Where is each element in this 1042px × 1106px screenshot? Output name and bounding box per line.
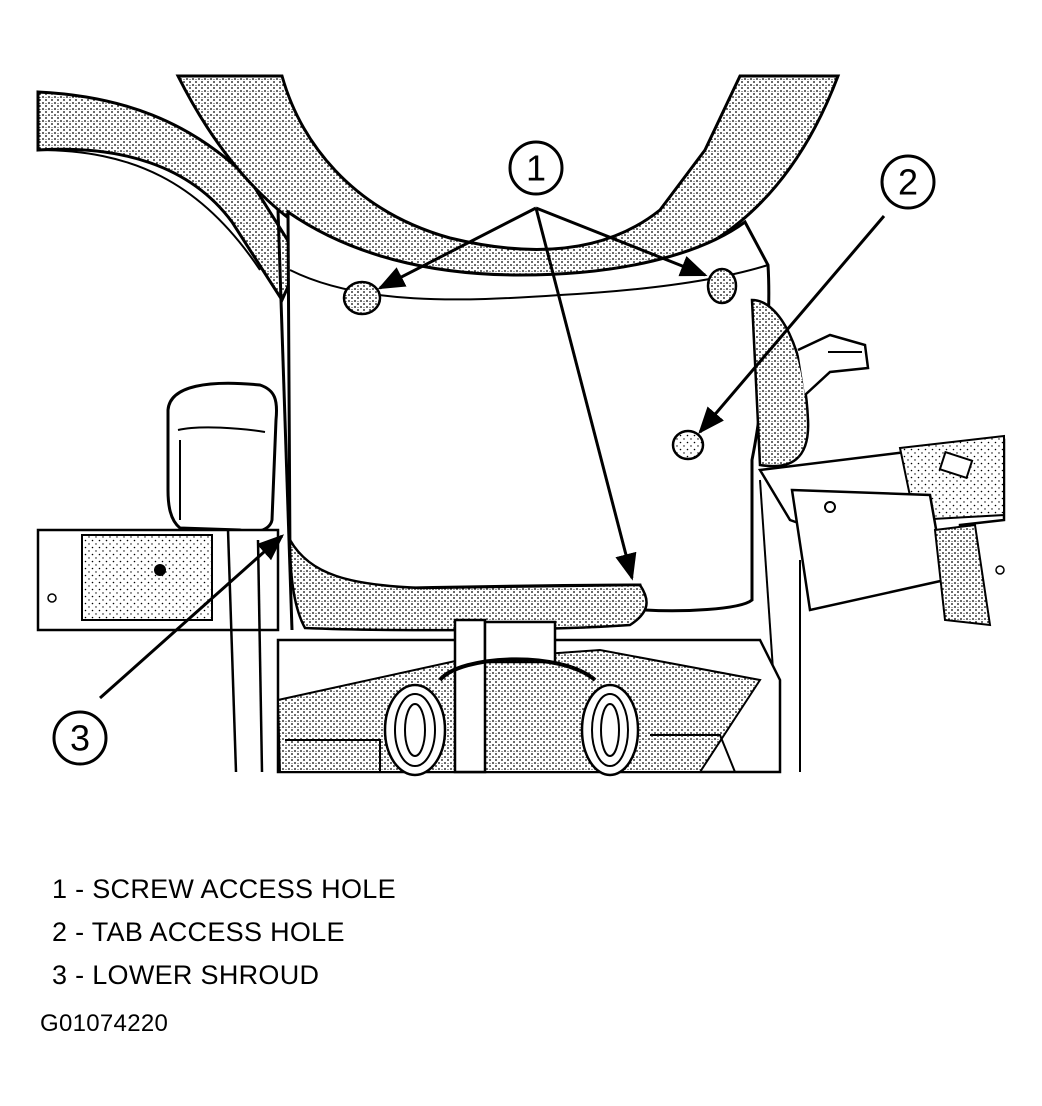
legend-item-screw-access-hole: 1 - SCREW ACCESS HOLE bbox=[52, 874, 396, 904]
multifunction-switch bbox=[750, 298, 870, 468]
tab-access-hole bbox=[671, 429, 705, 461]
callout-2-number: 2 bbox=[898, 162, 918, 203]
callout-2: 2 bbox=[880, 154, 936, 210]
leader-lines bbox=[99, 206, 886, 700]
dash-panel-right bbox=[757, 434, 1006, 773]
steering-column-shroud-illustration: 1 2 3 bbox=[36, 74, 1006, 777]
callout-1-number: 1 bbox=[526, 148, 546, 189]
dash-panel-left bbox=[36, 528, 280, 632]
screw-access-hole-right bbox=[706, 267, 738, 305]
spring-coil-right bbox=[580, 683, 640, 777]
callout-1: 1 bbox=[508, 140, 564, 196]
lower-shroud bbox=[288, 535, 648, 632]
column-base-assembly bbox=[276, 618, 782, 777]
switch-pod-left bbox=[166, 381, 279, 534]
screw-access-hole-left bbox=[342, 280, 382, 316]
legend-item-tab-access-hole: 2 - TAB ACCESS HOLE bbox=[52, 917, 345, 947]
callout-3: 3 bbox=[52, 710, 108, 766]
spring-coil-left bbox=[383, 683, 447, 777]
screw-access-holes bbox=[342, 267, 738, 316]
figure-id: G01074220 bbox=[40, 1010, 169, 1037]
callout-3-number: 3 bbox=[70, 718, 90, 759]
legend-item-lower-shroud: 3 - LOWER SHROUD bbox=[52, 960, 320, 990]
legend: 1 - SCREW ACCESS HOLE 2 - TAB ACCESS HOL… bbox=[52, 868, 396, 997]
